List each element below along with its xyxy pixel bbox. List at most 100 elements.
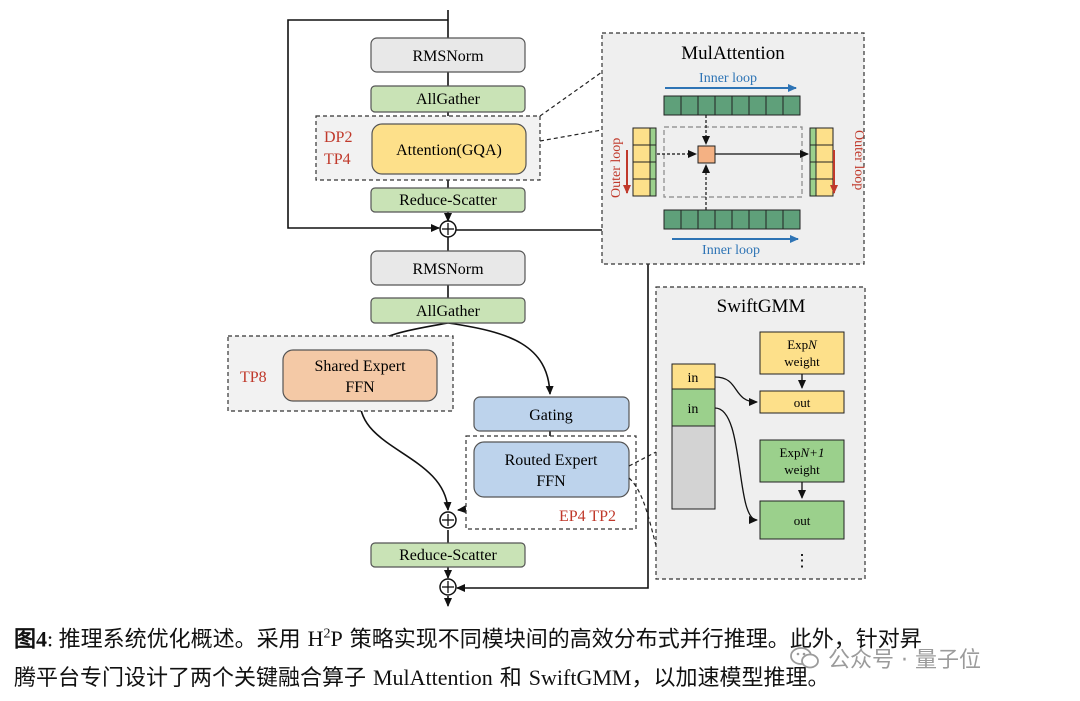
value-cell	[748, 209, 767, 230]
rmsnorm-label-1: RMSNorm	[412, 48, 484, 65]
output-cell	[815, 161, 834, 180]
shared-expert-label-2: FFN	[345, 379, 375, 396]
add-node-3	[439, 578, 457, 596]
expert-n-weight	[759, 331, 845, 375]
query-cell-edge	[649, 178, 657, 197]
key-cell	[714, 95, 733, 116]
caption-h2p: H2P	[307, 626, 343, 652]
link-ag2-gating	[447, 322, 554, 395]
caption-text-1b: 策略实现不同模块间的高效分布式并行推理。此外，针对昇	[342, 627, 922, 653]
allgather-box-1: AllGather	[370, 85, 526, 113]
output-cell-edge	[809, 178, 817, 197]
gating-label: Gating	[529, 407, 573, 424]
query-cell-edge	[649, 161, 657, 180]
watermark-text: 公众号 · 量子位	[828, 648, 981, 673]
output-n-label: out	[794, 395, 811, 410]
input2-to-out-arrow	[714, 407, 758, 524]
caption-text-2b: ，以加速模型推理。	[631, 666, 830, 692]
value-cell	[680, 209, 699, 230]
input1-to-out-arrow	[714, 376, 758, 406]
key-cell	[765, 95, 784, 116]
figure-caption: 图4: 推理系统优化概述。采用 H2P 策略实现不同模块间的高效分布式并行推理。…	[14, 616, 1074, 698]
zoom-line-routed-top	[628, 451, 657, 467]
output-n1	[759, 500, 845, 540]
value-cell	[765, 209, 784, 230]
inner-loop-label-top: Inner loop	[699, 71, 757, 86]
wechat-icon	[790, 647, 819, 669]
add-node-2	[439, 511, 457, 529]
allgather-box-2: AllGather	[370, 297, 526, 324]
caption-op-mulattention: MulAttention	[373, 665, 493, 691]
input-block-2-label: in	[688, 402, 699, 417]
more-experts-ellipsis: ⋮	[794, 551, 811, 570]
outer-loop-label-left: Outer loop	[609, 138, 624, 198]
rmsnorm-label-2: RMSNorm	[412, 261, 484, 278]
attention-tp-label: TP4	[324, 151, 351, 168]
caption-figure-number: 4	[36, 626, 48, 652]
caption-text-1a: 推理系统优化概述。采用	[58, 627, 308, 653]
swiftgmm-title: SwiftGMM	[717, 296, 806, 317]
add-node-1	[439, 220, 457, 238]
swiftgmm-panel: SwiftGMM in in ExpN weight out ExpN+1 we…	[655, 286, 866, 580]
zoom-line-routed-bottom	[628, 477, 665, 573]
routed-expert-parallel-label: EP4 TP2	[559, 508, 616, 525]
key-cell	[680, 95, 699, 116]
attention-label: Attention(GQA)	[396, 142, 502, 159]
expert-n1-weight-label: weight	[784, 462, 820, 477]
reduce-scatter-box-2: Reduce-Scatter	[370, 542, 526, 568]
caption-op-swiftgmm: SwiftGMM	[528, 665, 632, 691]
rmsnorm-box-2: RMSNorm	[370, 250, 526, 286]
key-cell	[697, 95, 716, 116]
caption-line-2: 腾平台专门设计了两个关键融合算子 MulAttention 和 SwiftGMM…	[14, 659, 1074, 698]
output-cell	[815, 144, 834, 163]
key-cell	[782, 95, 801, 116]
watermark: 公众号 · 量子位	[790, 640, 1060, 676]
mulattention-panel: MulAttention Inner loop Outer loop Outer…	[601, 32, 866, 265]
inner-loop-label-bottom: Inner loop	[702, 243, 760, 258]
expert-n1-label: ExpN+1	[780, 445, 825, 460]
zoom-line-attn-bottom	[539, 129, 603, 142]
link-shared-add2	[359, 400, 452, 511]
shared-expert-tp-label: TP8	[240, 369, 267, 386]
reduce-scatter-box-1: Reduce-Scatter	[370, 187, 526, 213]
routed-expert-label-2: FFN	[536, 473, 566, 490]
caption-text-2a: 腾平台专门设计了两个关键融合算子	[14, 666, 373, 692]
value-cell	[663, 209, 682, 230]
reduce-scatter-label-2: Reduce-Scatter	[399, 547, 497, 564]
output-n	[759, 390, 845, 414]
output-cell	[815, 127, 834, 146]
caption-line-1: 图4: 推理系统优化概述。采用 H2P 策略实现不同模块间的高效分布式并行推理。…	[14, 626, 922, 653]
attention-box: Attention(GQA)	[371, 123, 527, 175]
value-cell	[731, 209, 750, 230]
value-cell	[714, 209, 733, 230]
residual-line-2	[456, 229, 649, 592]
expert-n-label: ExpN	[787, 337, 818, 352]
value-cell	[697, 209, 716, 230]
output-n1-label: out	[794, 513, 811, 528]
query-cell	[632, 127, 651, 146]
output-cell-edge	[809, 127, 817, 146]
key-cell	[731, 95, 750, 116]
key-cell	[663, 95, 682, 116]
attention-dp-label: DP2	[324, 129, 352, 146]
shared-expert-box: Shared Expert FFN	[282, 349, 438, 402]
reduce-scatter-label-1: Reduce-Scatter	[399, 192, 497, 209]
expert-n1-weight	[759, 439, 845, 483]
routed-expert-box: Routed Expert FFN	[473, 441, 630, 498]
output-cell-edge	[809, 144, 817, 163]
allgather-label-1: AllGather	[416, 91, 481, 108]
output-cell	[815, 178, 834, 197]
outer-loop-label-right: Outer loop	[851, 130, 866, 190]
query-cell	[632, 144, 651, 163]
caption-figure-label: 图	[14, 627, 37, 653]
shared-expert-label-1: Shared Expert	[314, 358, 406, 375]
value-cell	[782, 209, 801, 230]
query-cell	[632, 178, 651, 197]
zoom-line-attn-top	[539, 71, 603, 117]
score-cell	[697, 145, 716, 164]
value-cells-bottom	[663, 209, 801, 230]
input-block-2	[671, 388, 716, 427]
caption-and: 和	[492, 666, 529, 692]
architecture-diagram: RMSNorm AllGather Attention(GQA) DP2 TP4…	[227, 10, 866, 607]
rmsnorm-box-1: RMSNorm	[370, 37, 526, 73]
